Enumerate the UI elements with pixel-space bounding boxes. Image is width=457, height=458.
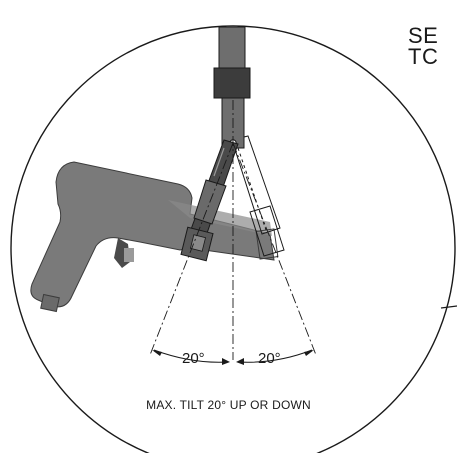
pistol-nose [255, 228, 279, 260]
callout-text-partial-line2: TC [408, 44, 439, 69]
left-outer-arrowhead [152, 350, 162, 356]
left-tilt-axis [149, 142, 234, 356]
right-outer-arrowhead [304, 350, 314, 356]
tilt-caption: MAX. TILT 20° UP OR DOWN [146, 398, 311, 412]
left-angle-label: 20° [182, 350, 205, 367]
right-tilt-axis [232, 142, 317, 356]
leader-line [440, 305, 457, 309]
vertical-tool [213, 26, 251, 149]
right-angle-label: 20° [258, 350, 281, 367]
callout-text-partial-line1: SE [408, 23, 439, 48]
trigger-highlight [124, 248, 134, 262]
tool-upper [218, 26, 246, 70]
pistol-barrel-shade [168, 200, 272, 236]
tool-collar [213, 67, 251, 99]
pistol-butt [40, 293, 60, 313]
pistol-tool [30, 161, 279, 313]
left-inner-arrowhead [222, 358, 230, 365]
right-inner-arrowhead [236, 358, 244, 365]
